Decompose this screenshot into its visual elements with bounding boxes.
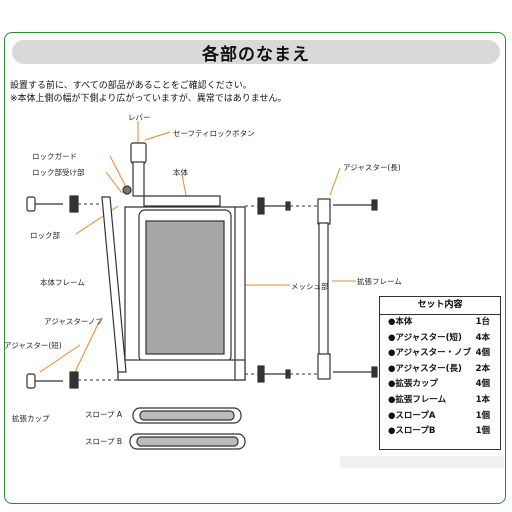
set-item-qty: 1個 [475,410,490,421]
set-item-qty: 4個 [475,379,490,390]
set-item-qty: 1個 [475,426,490,437]
set-item-name: ●アジャスター・ノブ [388,348,472,359]
label-adjuster-long: アジャスター(長) [343,163,401,172]
slope-a [132,407,242,424]
set-row: ●拡張フレーム 1本 [380,393,500,409]
set-item-name: ●拡張フレーム [388,394,447,405]
label-extension-frame: 拡張フレーム [357,277,402,286]
label-body: 本体 [173,168,188,177]
adjuster-short-parts [257,197,291,383]
set-item-name: ●スロープA [388,410,436,421]
label-lock-receiver: ロック部受け部 [32,168,85,177]
set-item-name: ●アジャスター(短) [388,332,462,343]
page-title: 各部のなまえ [12,40,500,65]
alignment-lines [78,203,318,381]
set-row: ●スロープB 1個 [380,424,500,440]
intro-text: 設置する前に、すべての部品があることをご確認ください。 ※本体上側の幅が下側より… [10,80,286,106]
set-contents-heading: セット内容 [380,297,500,315]
intro-line-1: 設置する前に、すべての部品があることをご確認ください。 [10,81,252,91]
set-row: ●アジャスター(長) 2本 [380,362,500,378]
label-lock-part: ロック部 [30,231,60,240]
footer-strip [340,456,504,468]
set-row: ●スロープA 1個 [380,409,500,425]
label-lock-guard: ロックガード [32,152,77,161]
set-item-name: ●スロープB [388,426,436,437]
set-item-qty: 4本 [475,332,490,343]
label-mesh: メッシュ部 [291,282,329,291]
label-adjuster-knob: アジャスターノブ [44,317,103,326]
set-item-name: ●拡張カップ [388,379,438,390]
adjuster-long-parts [333,199,378,378]
set-item-qty: 2本 [475,363,490,374]
label-body-frame: 本体フレーム [40,278,85,287]
set-row: ●本体 1台 [380,315,500,331]
label-adjuster-short: アジャスター(短) [4,341,62,350]
page-title-text: 各部のなまえ [202,44,310,65]
lever-tube [122,142,221,207]
label-safety-lock-button: セーフティロックボタン [173,129,255,138]
set-row: ●アジャスター(短) 4本 [380,331,500,347]
label-extension-cup: 拡張カップ [12,414,50,423]
set-row: ●拡張カップ 4個 [380,377,500,393]
body-frame [101,196,127,373]
label-lever: レバー [128,113,151,122]
slope-b [129,433,246,450]
set-item-qty: 1台 [475,317,490,327]
set-item-name: ●本体 [388,317,413,327]
extension-frame [317,198,331,380]
set-item-qty: 1本 [475,394,490,405]
label-slope-a: スロープ A [85,410,123,419]
intro-line-2: ※本体上側の幅が下側より広がっていますが、異常ではありません。 [10,94,287,104]
label-slope-b: スロープ B [85,437,123,446]
set-item-qty: 4個 [475,348,490,359]
set-item-name: ●アジャスター(長) [388,363,462,374]
page-frame [4,32,506,504]
left-adjuster-parts [26,195,79,389]
main-body [117,206,246,381]
